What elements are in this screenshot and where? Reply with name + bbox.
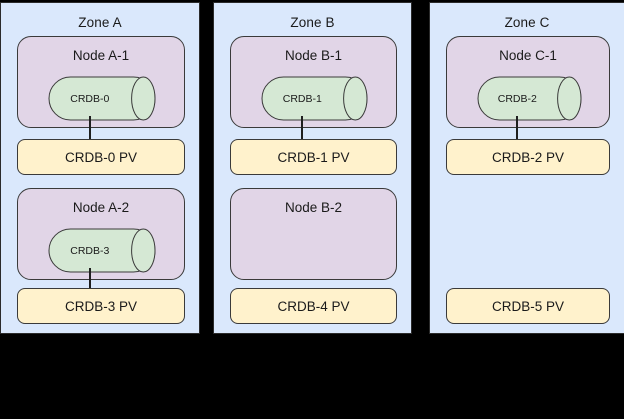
persistent-volume-box[interactable]: CRDB-3 PV	[17, 288, 185, 324]
persistent-volume-label: CRDB-0 PV	[64, 149, 137, 165]
persistent-volume-box[interactable]: CRDB-0 PV	[17, 139, 185, 175]
zone-title: Zone C	[504, 15, 550, 30]
persistent-volume-box[interactable]: CRDB-1 PV	[230, 139, 397, 175]
zone-title: Zone B	[290, 15, 335, 30]
volume-connector-line	[516, 116, 518, 139]
database-cylinder-icon[interactable]: CRDB-3	[48, 228, 156, 273]
node-title: Node A-2	[72, 200, 130, 215]
node-title: Node B-2	[284, 200, 343, 215]
persistent-volume-label: CRDB-4 PV	[277, 298, 350, 314]
database-cylinder-icon[interactable]: CRDB-2	[477, 76, 582, 121]
persistent-volume-box[interactable]: CRDB-5 PV	[446, 288, 610, 324]
node-box[interactable]: Node B-2	[230, 188, 397, 280]
database-cylinder-icon[interactable]: CRDB-0	[48, 76, 156, 121]
node-title: Node C-1	[499, 48, 557, 63]
database-cylinder-icon[interactable]: CRDB-1	[261, 76, 368, 121]
persistent-volume-box[interactable]: CRDB-4 PV	[230, 288, 397, 324]
zone-title: Zone A	[78, 15, 122, 30]
volume-connector-line	[301, 116, 303, 139]
persistent-volume-label: CRDB-2 PV	[491, 149, 564, 165]
node-title: Node B-1	[284, 48, 343, 63]
persistent-volume-label: CRDB-5 PV	[491, 298, 564, 314]
persistent-volume-box[interactable]: CRDB-2 PV	[446, 139, 610, 175]
volume-connector-line	[89, 268, 91, 288]
persistent-volume-label: CRDB-1 PV	[277, 149, 350, 165]
persistent-volume-label: CRDB-3 PV	[64, 298, 137, 314]
volume-connector-line	[89, 116, 91, 139]
node-title: Node A-1	[72, 48, 130, 63]
